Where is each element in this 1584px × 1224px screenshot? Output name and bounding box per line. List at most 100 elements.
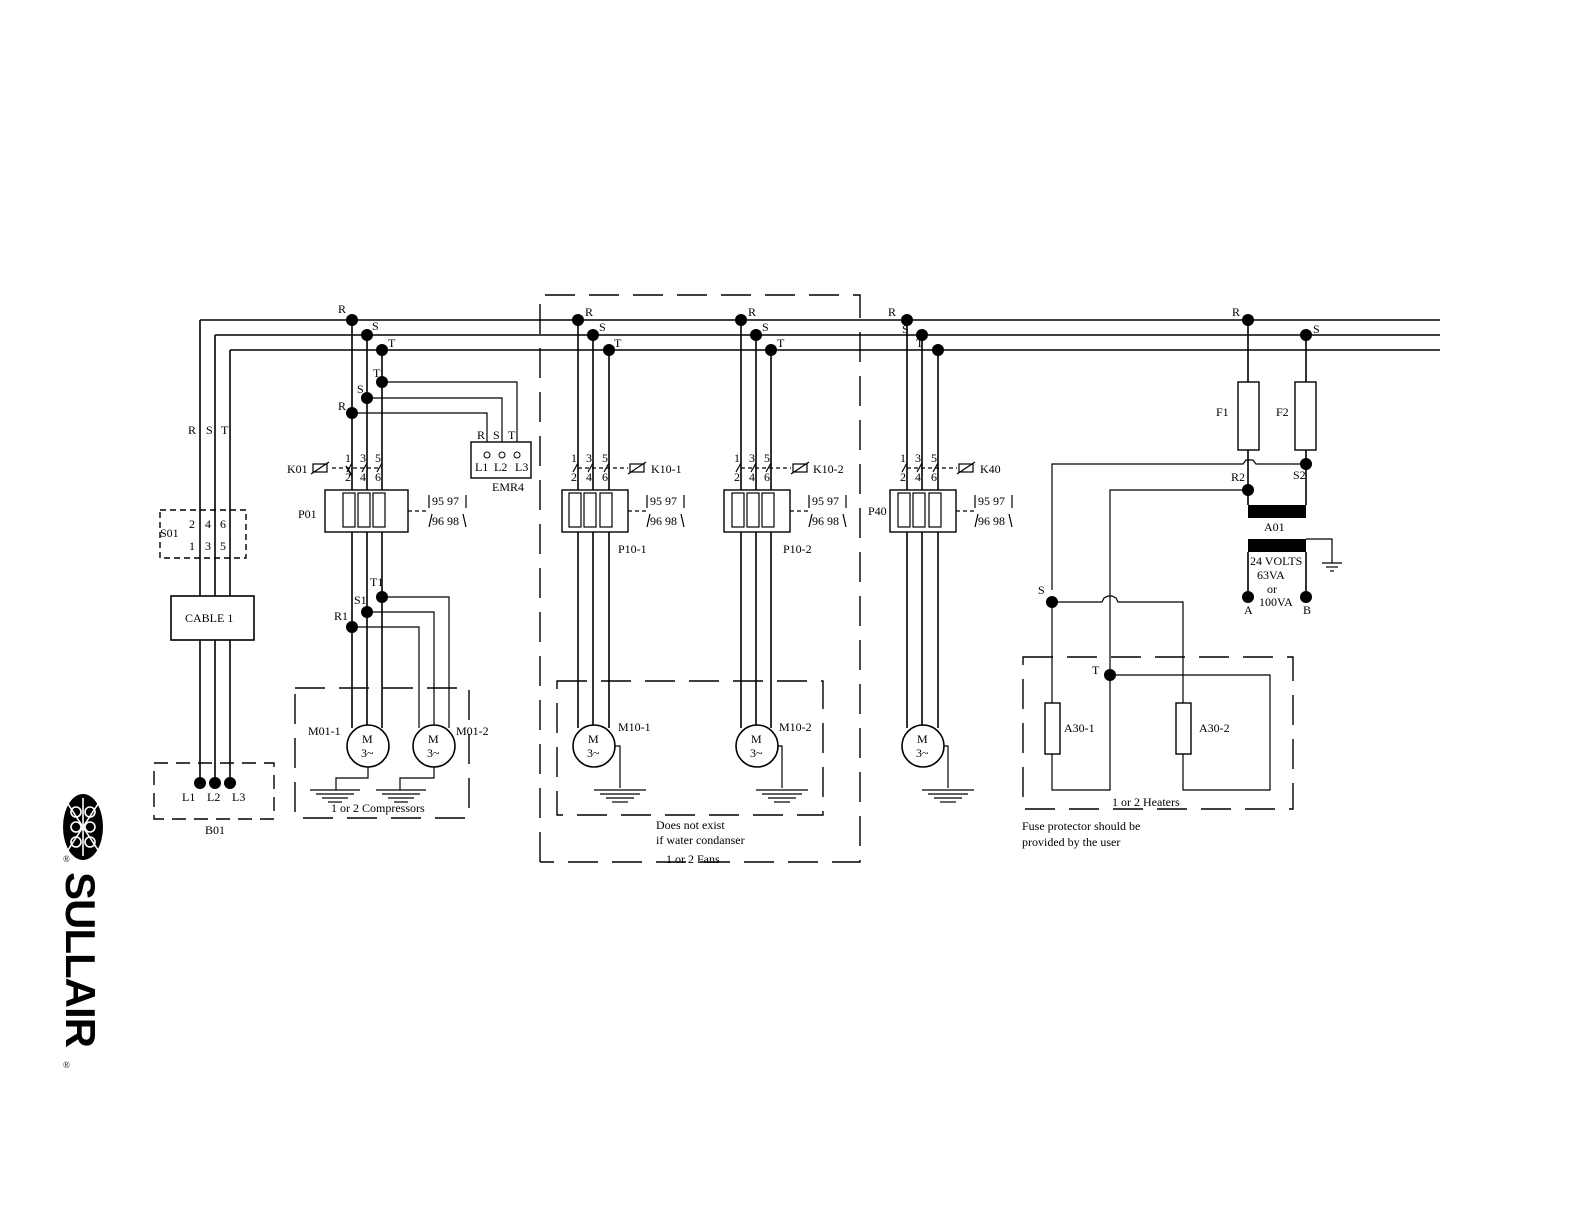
motor-m10-2-phase: 3~: [750, 746, 763, 760]
monitor-input-r: R: [477, 428, 485, 442]
heaters-note-line2: provided by the user: [1022, 835, 1120, 849]
contact-bottom-2: 4: [360, 470, 366, 484]
motor-m10-1-letter: M: [588, 732, 599, 746]
monitor-terminal-l2: L2: [494, 460, 507, 474]
contact-top-2: 3: [360, 451, 366, 465]
fan1-contact-bottom-1: 2: [571, 470, 577, 484]
heaters-group-label: 1 or 2 Heaters: [1112, 795, 1180, 809]
fans-note-line2: if water condanser: [656, 833, 745, 847]
relay-p40-label: P40: [868, 504, 887, 518]
heaters-note-line1: Fuse protector should be: [1022, 819, 1140, 833]
contact-top-1: 1: [345, 451, 351, 465]
fan2-aux-upper: 95 97: [812, 494, 839, 508]
supply-box-label: B01: [205, 823, 225, 837]
heater-a30-2-label: A30-2: [1199, 721, 1230, 735]
cable-label: CABLE 1: [185, 611, 233, 625]
switch-label: S01: [160, 526, 179, 540]
fan1-contact-top-3: 5: [602, 451, 608, 465]
emr-tap-s: S: [357, 382, 364, 396]
compressor-tap-r1: R1: [334, 609, 348, 623]
monitor-input-t: T: [508, 428, 516, 442]
compressor-section: R S T T S R R S T L1 L2 L3 EMR4 1 3 5: [287, 302, 532, 819]
motor-m01-2-label: M01-2: [456, 724, 489, 738]
registered-mark-top: ®: [63, 854, 70, 864]
fan2-contact-top-1: 1: [734, 451, 740, 465]
motor-m01-1-label: M01-1: [308, 724, 341, 738]
contact-top-3: 5: [375, 451, 381, 465]
motor-m01-1-phase: 3~: [361, 746, 374, 760]
contact-bottom-1: 2: [345, 470, 351, 484]
output-b: B: [1303, 603, 1311, 617]
motor-m01-2-phase: 3~: [427, 746, 440, 760]
contactor-k10-1-label: K10-1: [651, 462, 682, 476]
brand-name: SULLAIR: [57, 872, 104, 1048]
transformer-label: A01: [1264, 520, 1285, 534]
heater-a30-1: [1044, 702, 1061, 755]
contactor-k10-2: 1 3 5 K10-2 2 4 6: [734, 451, 844, 484]
monitor-terminal-l3: L3: [515, 460, 528, 474]
control-tap-r2: R2: [1231, 470, 1245, 484]
relay-p10-1-label: P10-1: [618, 542, 647, 556]
switch-bottom-1: 1: [189, 539, 195, 553]
fan2-contact-bottom-1: 2: [734, 470, 740, 484]
control-section: R S F1 F2 R2 S2 A01 24 VOLTS 63VA or 100…: [1051, 305, 1342, 674]
contactor-k10-2-label: K10-2: [813, 462, 844, 476]
motor-m10-1-phase: 3~: [587, 746, 600, 760]
contactor-k01-label: K01: [287, 462, 308, 476]
motor-m10-1-label: M10-1: [618, 720, 651, 734]
motor-m10-2-letter: M: [751, 732, 762, 746]
terminal-l1: L1: [182, 790, 195, 804]
output-a: A: [1244, 603, 1253, 617]
motor-m40-letter: M: [917, 732, 928, 746]
compressor-tap-t: T: [388, 336, 396, 350]
fan2-contact-bottom-3: 6: [764, 470, 770, 484]
switch-bottom-3: 5: [220, 539, 226, 553]
pump-tap-t: T: [916, 336, 924, 350]
pump-contact-top-1: 1: [900, 451, 906, 465]
switch-top-1: 2: [189, 517, 195, 531]
relay-p01: P01 95 97 96 98: [298, 489, 467, 533]
pump-aux-lower: 96 98: [978, 514, 1005, 528]
control-tap-s2: S2: [1293, 468, 1306, 482]
monitor-input-s: S: [493, 428, 500, 442]
fuse-f1: [1237, 381, 1260, 451]
relay-p10-1: 95 97 96 98 P10-1: [561, 489, 685, 556]
fans-group-label: 1 or 2 Fans: [666, 852, 720, 866]
fuse-f2: [1294, 381, 1317, 451]
fan2-tap-t: T: [777, 336, 785, 350]
terminal-l2: L2: [207, 790, 220, 804]
compressor-tap-r: R: [338, 302, 346, 316]
switch-bottom-2: 3: [205, 539, 211, 553]
rating-line3: or: [1267, 582, 1277, 596]
control-tap-r: R: [1232, 305, 1240, 319]
emr-tap-t: T: [373, 366, 381, 380]
supply-label-s: S: [206, 423, 213, 437]
fans-note-line1: Does not exist: [656, 818, 725, 832]
fan1-contact-bottom-2: 4: [586, 470, 592, 484]
fan1-contact-bottom-3: 6: [602, 470, 608, 484]
registered-mark-bottom: ®: [63, 1060, 70, 1070]
heaters-section: S T A30-1 A30-2 1 or 2 Heaters Fuse prot…: [1022, 583, 1294, 849]
pump-contact-top-3: 5: [931, 451, 937, 465]
rating-line1: 24 VOLTS: [1250, 554, 1302, 568]
monitor-label: EMR4: [492, 480, 524, 494]
fuse-f1-label: F1: [1216, 405, 1229, 419]
monitor-terminal-l1: L1: [475, 460, 488, 474]
transformer-primary: [1248, 505, 1306, 518]
pump-contact-bottom-2: 4: [915, 470, 921, 484]
relay-p01-label: P01: [298, 507, 317, 521]
main-bus: [200, 319, 1440, 351]
fan1-aux-lower: 96 98: [650, 514, 677, 528]
cable-box: [170, 595, 255, 641]
fan1-contact-top-1: 1: [571, 451, 577, 465]
contactor-k40-label: K40: [980, 462, 1001, 476]
motor-m01-2-letter: M: [428, 732, 439, 746]
pump-contact-bottom-3: 6: [931, 470, 937, 484]
heater-tap-s: S: [1038, 583, 1045, 597]
fan2-contact-top-3: 5: [764, 451, 770, 465]
heater-a30-1-label: A30-1: [1064, 721, 1095, 735]
compressor-group-label: 1 or 2 Compressors: [331, 801, 425, 815]
compressor-tap-s1: S1: [354, 593, 367, 607]
motor-m01-1-letter: M: [362, 732, 373, 746]
fan2-tap-r: R: [748, 305, 756, 319]
